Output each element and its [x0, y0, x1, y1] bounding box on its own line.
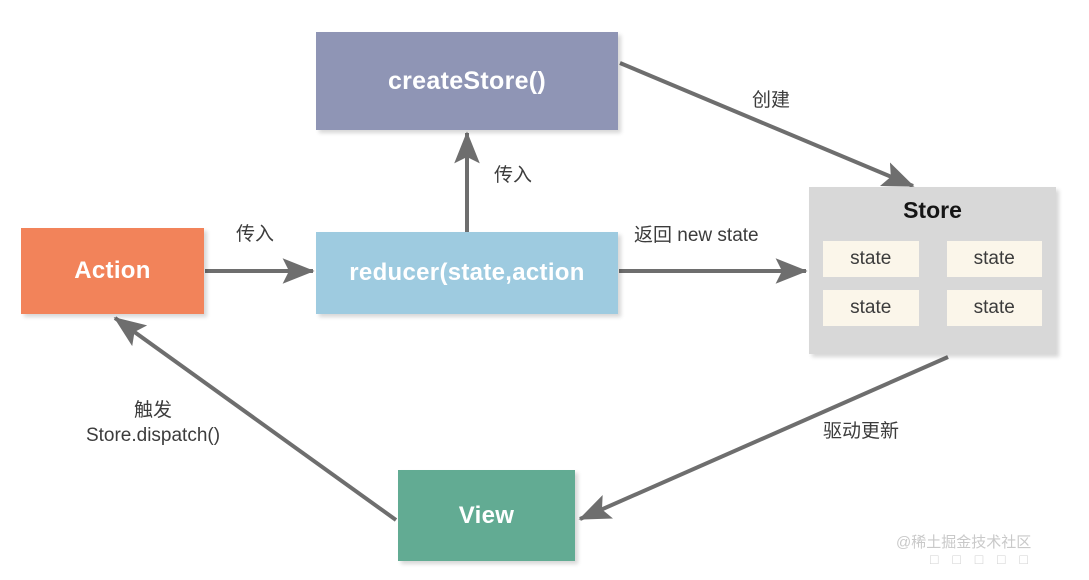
edge-label-action-to-reducer: 传入	[236, 224, 275, 245]
store-state-grid: state state state state	[823, 241, 1042, 326]
state-chip: state	[823, 241, 919, 277]
edge-label-view-to-action: 触发 Store.dispatch()	[58, 398, 248, 448]
edge-store-to-view	[578, 355, 949, 521]
edge-createstore-to-store	[619, 61, 915, 188]
node-action[interactable]: Action	[21, 228, 204, 314]
edge-label-reducer-to-store: 返回 new state	[634, 225, 759, 246]
edge-label-view-to-action-line-1: 触发	[133, 400, 172, 421]
watermark-tofu-glyphs: □ □ □ □ □	[930, 551, 1033, 567]
state-chip: state	[823, 290, 919, 326]
edge-label-reducer-to-createstore: 传入	[494, 165, 533, 186]
node-create-store[interactable]: createStore()	[316, 32, 618, 130]
node-view-label: View	[458, 501, 515, 529]
watermark-text: @稀土掘金技术社区	[896, 534, 1032, 551]
node-reducer-label: reducer(state,action	[349, 259, 585, 286]
node-action-label: Action	[74, 257, 151, 284]
node-store[interactable]: Store state state state state	[809, 187, 1056, 354]
node-view[interactable]: View	[398, 470, 575, 561]
edge-view-to-action	[113, 316, 398, 522]
state-chip: state	[946, 241, 1042, 277]
state-chip: state	[946, 290, 1042, 326]
edge-label-view-to-action-line-2: Store.dispatch()	[85, 425, 221, 447]
node-create-store-label: createStore()	[387, 66, 547, 95]
node-store-title: Store	[903, 197, 962, 223]
edge-label-store-to-view: 驱动更新	[823, 421, 900, 442]
node-reducer[interactable]: reducer(state,action	[316, 232, 618, 314]
edge-label-createstore-to-store: 创建	[752, 90, 791, 111]
